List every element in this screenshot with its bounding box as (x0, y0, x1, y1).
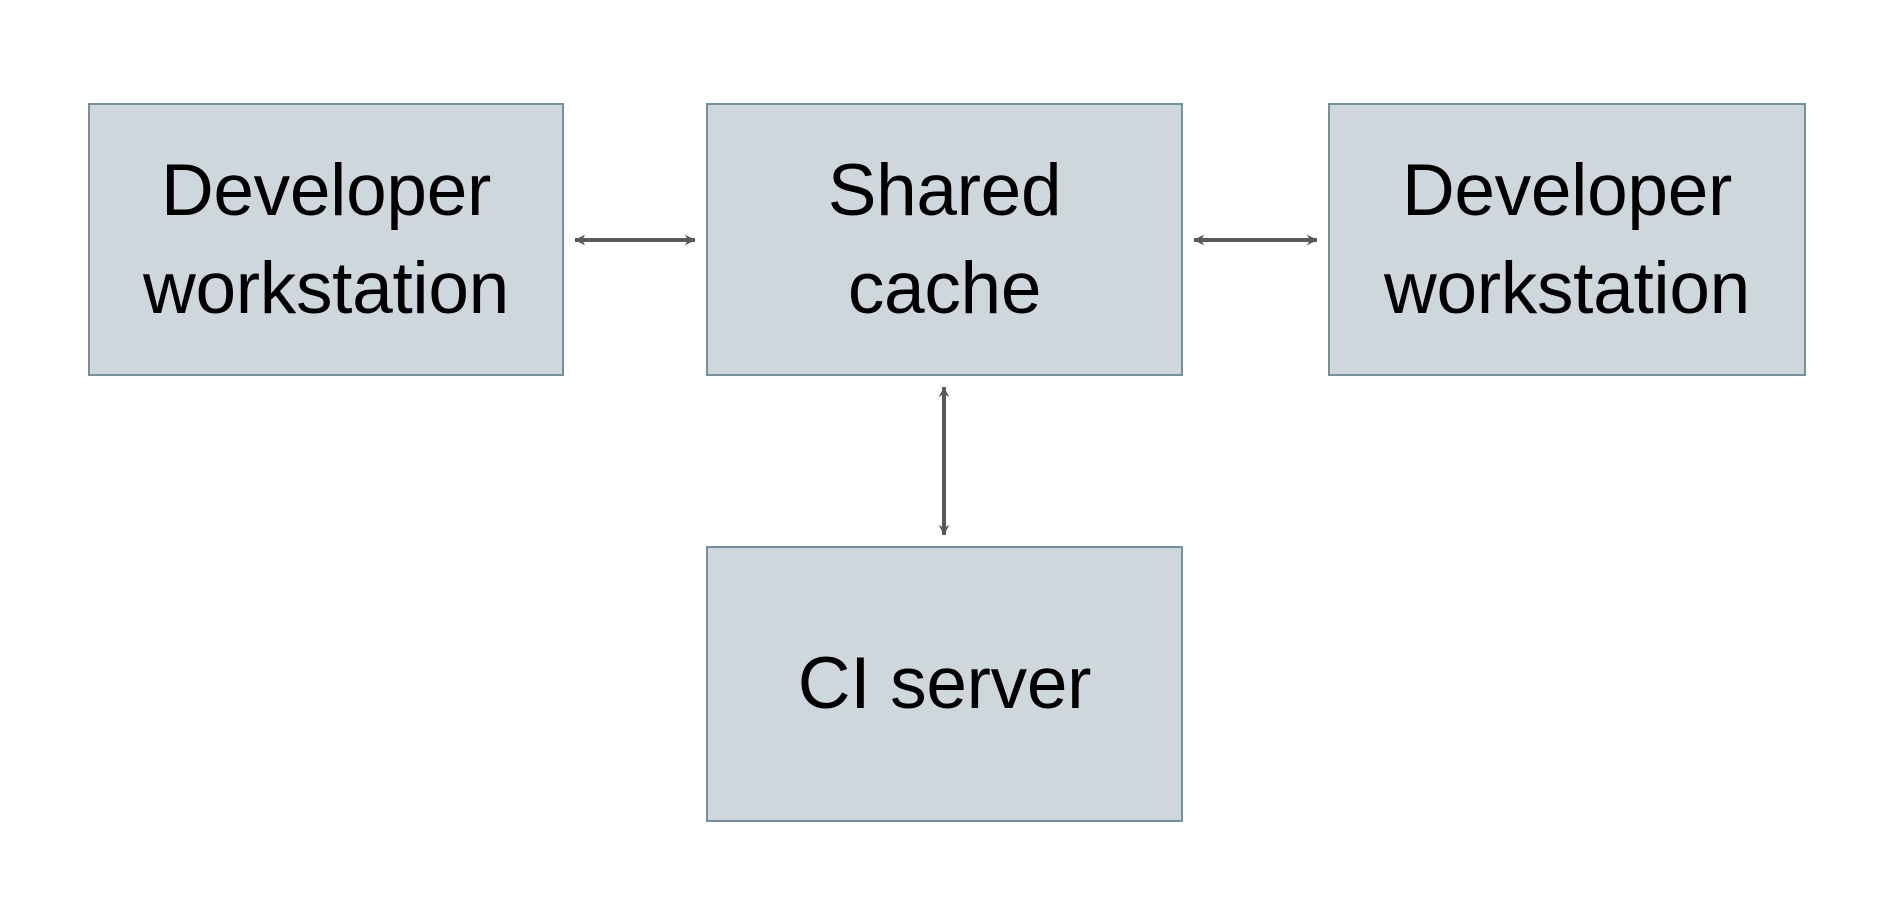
node-developer-workstation-left[interactable]: Developer workstation (88, 103, 564, 376)
node-shared-cache[interactable]: Shared cache (706, 103, 1183, 376)
node-label-ci-server: CI server (797, 643, 1092, 725)
node-label-developer-workstation-right: Developer workstation (1384, 149, 1750, 329)
node-label-developer-workstation-left: Developer workstation (143, 149, 509, 329)
node-ci-server[interactable]: CI server (706, 546, 1183, 822)
node-label-shared-cache: Shared cache (827, 149, 1062, 329)
node-developer-workstation-right[interactable]: Developer workstation (1328, 103, 1806, 376)
